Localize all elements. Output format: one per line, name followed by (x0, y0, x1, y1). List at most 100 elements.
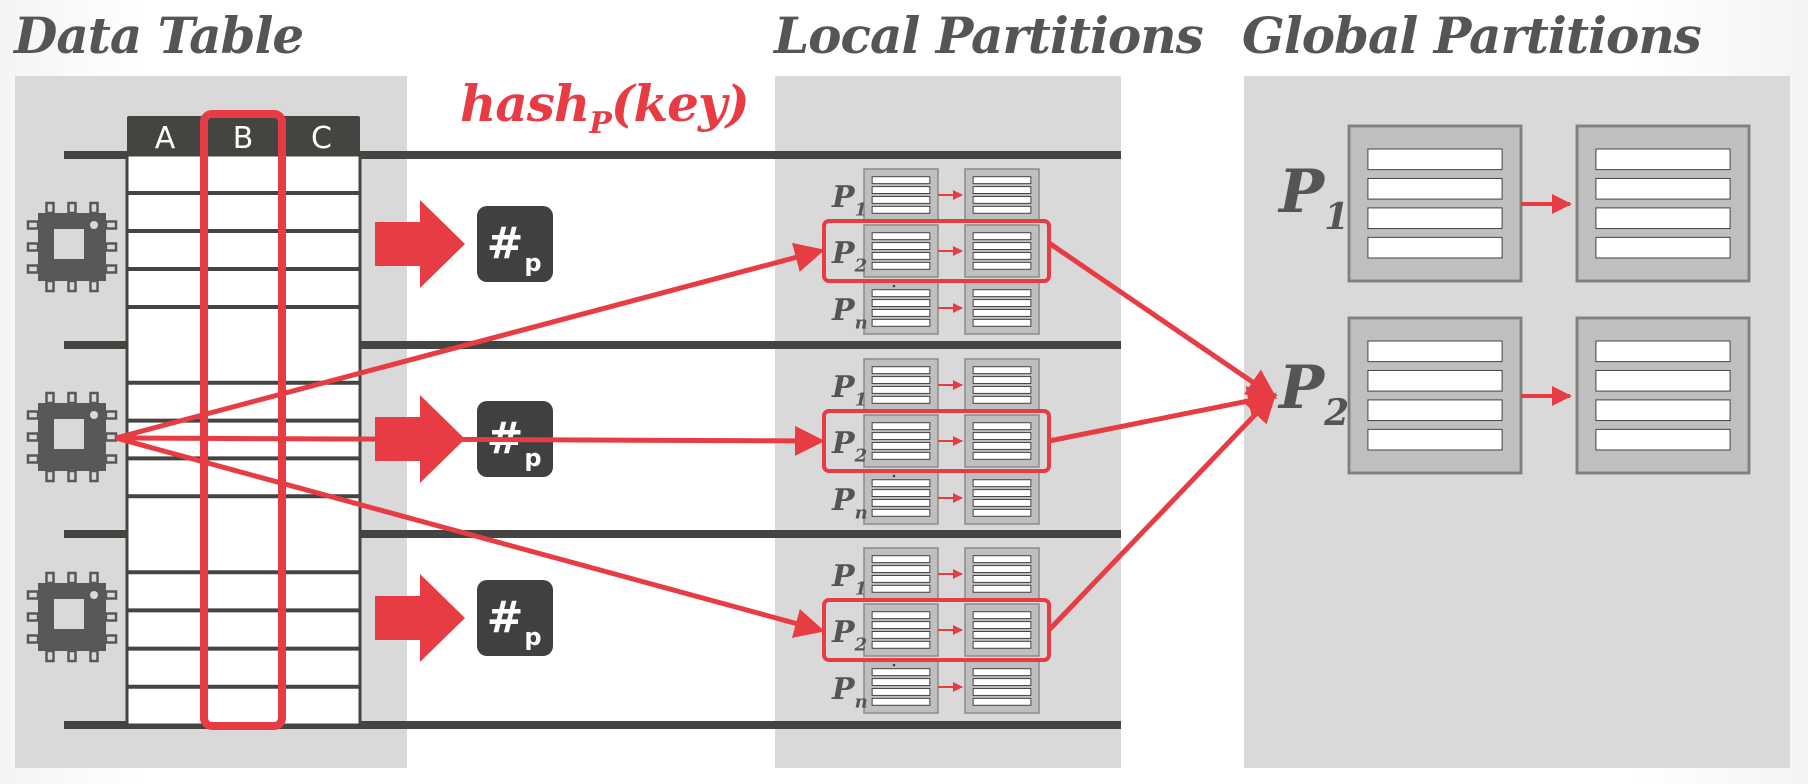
page-record (871, 621, 931, 630)
page-record (972, 422, 1032, 431)
partition-page (964, 281, 1040, 335)
partition-page (863, 547, 939, 601)
page-record (972, 242, 1032, 251)
column-header-c: C (311, 121, 332, 156)
chip-pin (45, 571, 55, 585)
chip-pin (67, 649, 77, 663)
chip-pin (104, 612, 118, 622)
page-record (1595, 148, 1731, 171)
partition-page (1575, 316, 1751, 475)
page-record (1367, 236, 1503, 259)
page-record (871, 261, 931, 270)
page-record (972, 574, 1032, 583)
local-partition-label-n-subscript: n (855, 312, 868, 333)
local-partition-label-2: P2 (831, 615, 867, 655)
chip-pin (89, 279, 99, 293)
page-record (972, 176, 1032, 185)
partition-page (863, 224, 939, 278)
chip-pin (26, 590, 40, 600)
page-record (871, 432, 931, 441)
page-record (871, 687, 931, 696)
global-partition-label-2-subscript: 2 (1323, 392, 1349, 434)
lane-divider (64, 151, 1121, 159)
page-record (972, 441, 1032, 450)
partition-page (1575, 124, 1751, 283)
chip-pin (104, 432, 118, 442)
lane-divider (64, 341, 1121, 349)
chip-pin (26, 432, 40, 442)
page-record (871, 451, 931, 460)
page-record (1595, 177, 1731, 200)
page-record (972, 308, 1032, 317)
local-to-global-p2-arrow (1047, 240, 1278, 399)
worker-to-local-p2-arrow (115, 425, 825, 456)
page-record (972, 611, 1032, 620)
chip-pin (89, 571, 99, 585)
page-record (1367, 177, 1503, 200)
page-record (871, 186, 931, 195)
page-record (972, 508, 1032, 517)
partition-page (964, 471, 1040, 525)
hash-function-name: hash (460, 74, 590, 133)
page-record (871, 395, 931, 404)
page-record (1595, 428, 1731, 451)
page-record (972, 261, 1032, 270)
page-record (871, 205, 931, 214)
block-arrow-icon (375, 200, 465, 288)
page-record (871, 366, 931, 375)
page-record (871, 611, 931, 620)
page-record (972, 318, 1032, 327)
page-record (972, 489, 1032, 498)
page-record (1367, 399, 1503, 422)
page-record (972, 289, 1032, 298)
hash-box (477, 580, 553, 656)
page-record (1367, 148, 1503, 171)
chip-pin (104, 590, 118, 600)
page-record (1595, 369, 1731, 392)
local-partition-label-n: Pn (831, 483, 868, 523)
chip-pin (104, 410, 118, 420)
partition-page (1347, 124, 1523, 283)
hash-symbol: # (487, 592, 524, 643)
page-record (871, 422, 931, 431)
lane-divider (64, 530, 1121, 538)
page-record (871, 498, 931, 507)
page-record (972, 251, 1032, 260)
local-partitions-title: Local Partitions (774, 6, 1204, 65)
chip-pin (104, 454, 118, 464)
partition-page (863, 471, 939, 525)
chip-pin (45, 279, 55, 293)
local-partition-label-n: Pn (831, 293, 868, 333)
chip-pin (89, 649, 99, 663)
page-record (871, 289, 931, 298)
partition-page (964, 414, 1040, 468)
page-record (871, 678, 931, 687)
page-record (871, 232, 931, 241)
hash-box (477, 206, 553, 282)
chip-pin (104, 242, 118, 252)
page-record (1367, 207, 1503, 230)
flow-arrows (115, 240, 1278, 638)
worker-to-local-p2-arrow (115, 435, 825, 638)
partition-page (964, 358, 1040, 412)
chip-dot (90, 591, 98, 599)
ellipsis-dot (892, 284, 896, 288)
local-to-global-p2-arrow (1048, 386, 1278, 444)
cpu-chip-icon (26, 201, 118, 293)
local-partition-label-n-subscript: n (855, 502, 868, 523)
partition-page (863, 358, 939, 412)
page-record (1595, 399, 1731, 422)
local-partition-label-2-subscript: 2 (854, 445, 868, 466)
page-record (972, 299, 1032, 308)
chip-pin (45, 391, 55, 405)
page-record (1595, 340, 1731, 363)
chip-pin (26, 220, 40, 230)
chip-pin (26, 634, 40, 644)
page-record (871, 630, 931, 639)
page-record (972, 395, 1032, 404)
chip-pin (89, 391, 99, 405)
page-record (972, 451, 1032, 460)
hash-subscript: p (524, 623, 541, 651)
